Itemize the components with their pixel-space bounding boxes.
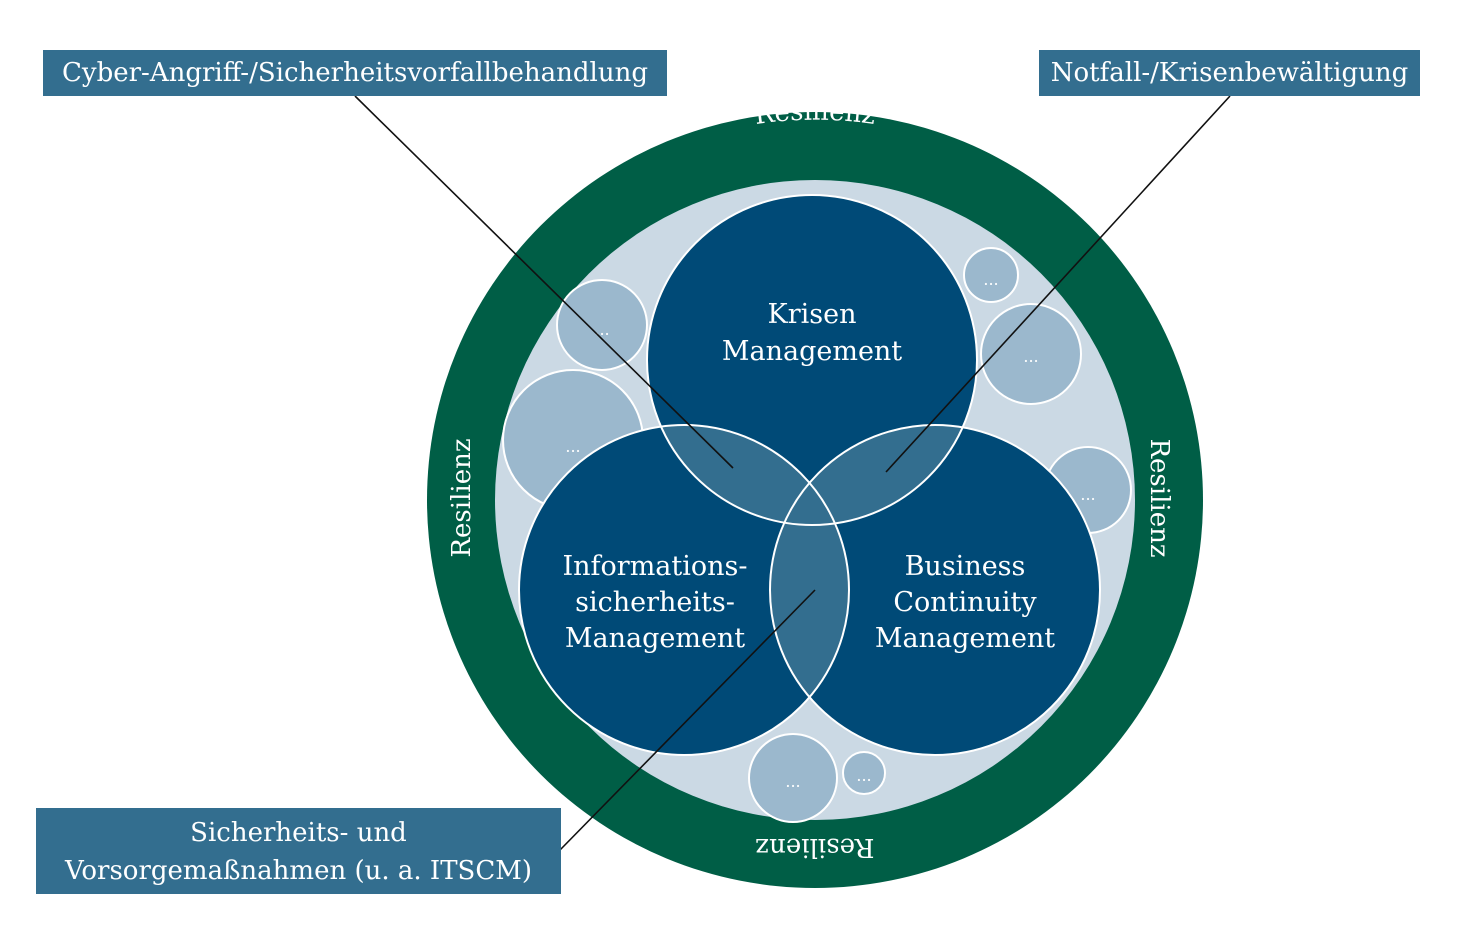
overlap-krisen-bcm [770,425,977,525]
callout-sicherheit-line2: Vorsorgemaßnahmen (u. a. ITSCM) [64,856,533,886]
bubble-label: ... [856,766,871,785]
resilienz-top: Resilienz [753,97,878,131]
bubble-label: ... [983,270,998,289]
resilienz-right: Resilienz [1144,438,1174,557]
bubble-1 [963,247,1019,303]
krisen-label-1: Krisen [768,299,857,330]
krisen-label-2: Management [722,336,902,367]
bubble-label: ... [1080,485,1095,504]
callout-cyber-angriff: Cyber-Angriff-/Sicherheitsvorfallbehandl… [43,50,667,96]
bubble-2 [980,303,1082,405]
info-label-3: Management [565,623,745,654]
bubble-label: ... [785,772,800,791]
callout-sicherheit-vorsorge: Sicherheits- und Vorsorgemaßnahmen (u. a… [36,808,561,894]
bubble-label: ... [565,437,580,456]
bubble-label: ... [1023,347,1038,366]
bubble-6 [748,733,838,823]
info-label-2: sicherheits- [575,587,735,618]
callout-notfall: Notfall-/Krisenbewältigung [1039,50,1420,96]
connector-lines [354,95,1231,851]
bcm-label-3: Management [875,623,1055,654]
resilienz-left: Resilienz [447,438,477,557]
callout-cyber-text: Cyber-Angriff-/Sicherheitsvorfallbehandl… [62,58,648,88]
bubble-3 [556,279,648,371]
connector-notfall [885,95,1231,473]
overlap-krisen-info [647,425,849,525]
resilienz-bottom: Resilienz [755,832,874,862]
connector-sicherheit [559,589,816,851]
callout-sicherheit-line1: Sicherheits- und [190,818,407,848]
bcm-label-2: Continuity [893,587,1037,618]
connector-cyber [354,95,734,469]
bubble-label: ... [594,320,609,339]
bcm-label-1: Business [905,551,1026,582]
bubble-7 [842,751,886,795]
callout-notfall-text: Notfall-/Krisenbewältigung [1050,58,1409,88]
info-label-1: Informations- [562,551,747,582]
